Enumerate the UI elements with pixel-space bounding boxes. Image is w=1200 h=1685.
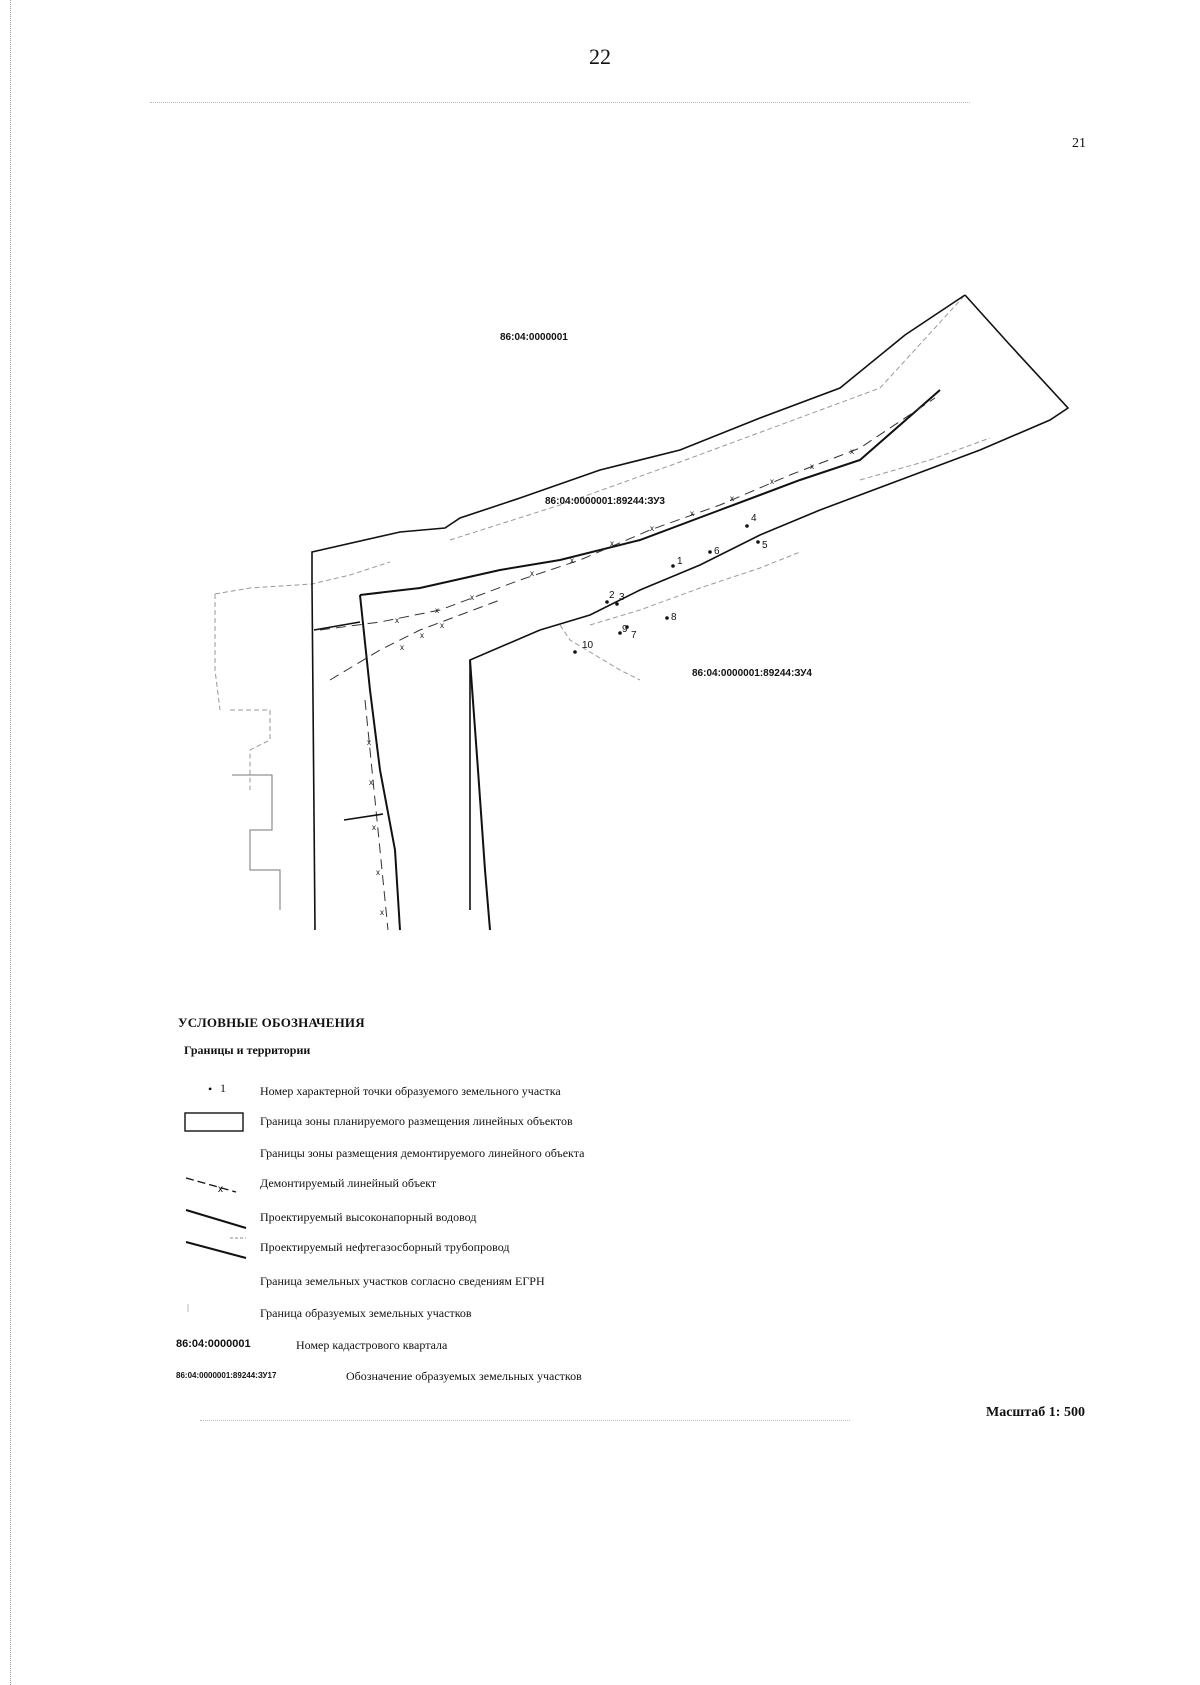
legend-text: Граница зоны планируемого размещения лин… [260,1114,573,1128]
legend-item-quarter-code: 86:04:0000001 Номер кадастрового квартал… [176,1334,876,1358]
legend-item-parcel-code: 86:04:0000001:89244:ЗУ17 Обозначение обр… [176,1365,876,1389]
svg-text:x: x [372,823,376,832]
dismantle-zone-symbol [180,1142,252,1166]
egrn-boundary-symbol [180,1270,252,1294]
legend-subtitle: Границы и территории [184,1043,311,1057]
point-label: 10 [582,640,594,651]
legend-text: Номер характерной точки образуемого земе… [260,1084,561,1098]
formed-boundary-symbol [180,1302,252,1326]
legend-item-oil-line: Проектируемый нефтегазосборный трубопров… [180,1236,880,1260]
svg-text:x: x [690,509,694,518]
building-outline [232,774,281,910]
egrn-boundaries [214,294,991,790]
planned-zone-outline [311,294,1070,931]
point-label: 1 [677,556,683,567]
svg-text:x: x [770,477,774,486]
dismantle-markers: xxx xxx xxx xxx xxx xxx xx [367,447,854,917]
point-label: 4 [751,513,757,524]
legend-text: Проектируемый высоконапорный водовод [260,1210,477,1224]
zone-box-symbol [180,1110,252,1134]
parcel-code-symbol: 86:04:0000001:89244:ЗУ17 [176,1371,277,1380]
point-label: 6 [714,546,720,557]
map-drawing: xxx xxx xxx xxx xxx xxx xx 1 2 3 [214,294,1070,931]
svg-text:x: x [435,606,439,615]
pipe-stubs [313,621,384,821]
legend-title: УСЛОВНЫЕ ОБОЗНАЧЕНИЯ [178,1015,365,1030]
svg-text:x: x [530,569,534,578]
legend-item-zone-box: Граница зоны планируемого размещения лин… [180,1110,880,1134]
svg-text:x: x [470,593,474,602]
svg-text:x: x [850,447,854,456]
svg-text:x: x [610,539,614,548]
parcel-label-zu4: 86:04:0000001:89244:ЗУ4 [692,668,812,679]
svg-text:x: x [650,524,654,533]
characteristic-points [573,524,760,654]
svg-text:x: x [570,556,574,565]
dismantle-line [319,397,936,931]
legend-item-egrn-boundary: Граница земельных участков согласно свед… [180,1270,880,1294]
faint-footer-line [200,1420,850,1421]
svg-text:x: x [395,616,399,625]
parcel-label-zu3: 86:04:0000001:89244:ЗУ3 [545,496,665,507]
legend-text: Границы зоны размещения демонтируемого л… [260,1146,585,1160]
sheet-number: 21 [1072,136,1086,151]
point-labels: 1 2 3 4 5 6 7 8 9 10 [582,513,768,651]
svg-text:x: x [400,643,404,652]
water-line [359,389,941,931]
legend-text: Обозначение образуемых земельных участко… [346,1369,582,1383]
faint-header-line [150,102,970,103]
quarter-label: 86:04:0000001 [500,332,568,343]
quarter-code-symbol: 86:04:0000001 [176,1338,251,1350]
point-label: 9 [622,624,628,635]
oil-line-symbol [180,1236,252,1260]
dismantle-line-symbol: x [180,1172,252,1196]
water-line-symbol [180,1206,252,1230]
legend-item-formed-boundary: Граница образуемых земельных участков [180,1302,880,1326]
legend-text: Демонтируемый линейный объект [260,1176,437,1190]
svg-text:x: x [218,1184,223,1195]
svg-text:x: x [367,738,371,747]
svg-text:x: x [380,908,384,917]
legend-item-water-line: Проектируемый высоконапорный водовод [180,1206,880,1230]
map-scale: Масштаб 1: 500 [986,1405,1085,1420]
legend-item-dismantle-line: x Демонтируемый линейный объект [180,1172,880,1196]
svg-text:x: x [810,462,814,471]
legend-text: Граница образуемых земельных участков [260,1306,472,1320]
legend-text: Проектируемый нефтегазосборный трубопров… [260,1240,510,1254]
svg-text:x: x [730,494,734,503]
legend-item-point-number: • 1 Номер характерной точки образуемого … [180,1080,880,1104]
svg-text:x: x [369,778,373,787]
svg-text:x: x [420,631,424,640]
legend-text: Номер кадастрового квартала [296,1338,448,1352]
point-label: 2 [609,590,615,601]
page-number: 22 [589,44,611,69]
scan-edge [10,0,11,1685]
svg-text:x: x [376,868,380,877]
legend-text: Граница земельных участков согласно свед… [260,1274,545,1288]
point-label: 8 [671,612,677,623]
point-label: 5 [762,540,768,551]
svg-text:x: x [440,621,444,630]
point-label: 3 [619,592,625,603]
point-number-symbol: • 1 [208,1081,226,1096]
point-label: 7 [631,630,637,641]
legend-item-dismantle-zone: Границы зоны размещения демонтируемого л… [180,1142,880,1166]
